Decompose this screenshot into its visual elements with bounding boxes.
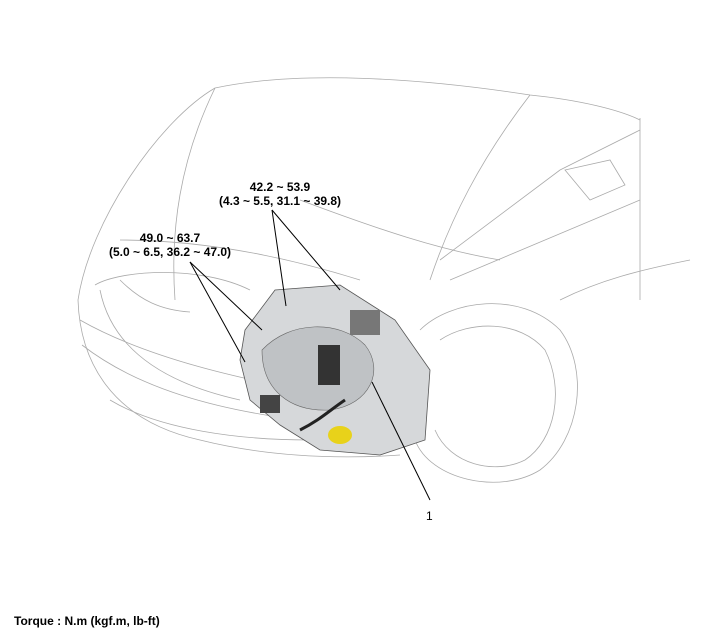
transmission-assembly [239,284,431,456]
torque-value: 42.2 ~ 53.9 [249,180,311,194]
torque-alt-units: (4.3 ~ 5.5, 31.1 ~ 39.8) [218,194,342,208]
torque-callout-upper: 42.2 ~ 53.9 (4.3 ~ 5.5, 31.1 ~ 39.8) [205,180,355,208]
torque-value: 49.0 ~ 63.7 [139,231,201,245]
torque-alt-units: (5.0 ~ 6.5, 36.2 ~ 47.0) [108,245,232,259]
torque-callout-left: 49.0 ~ 63.7 (5.0 ~ 6.5, 36.2 ~ 47.0) [100,231,240,259]
leader-lines [189,209,431,501]
part-number-label: 1 [426,509,433,523]
car-outline [77,77,691,483]
torque-units-note: Torque : N.m (kgf.m, lb-ft) [14,614,160,628]
